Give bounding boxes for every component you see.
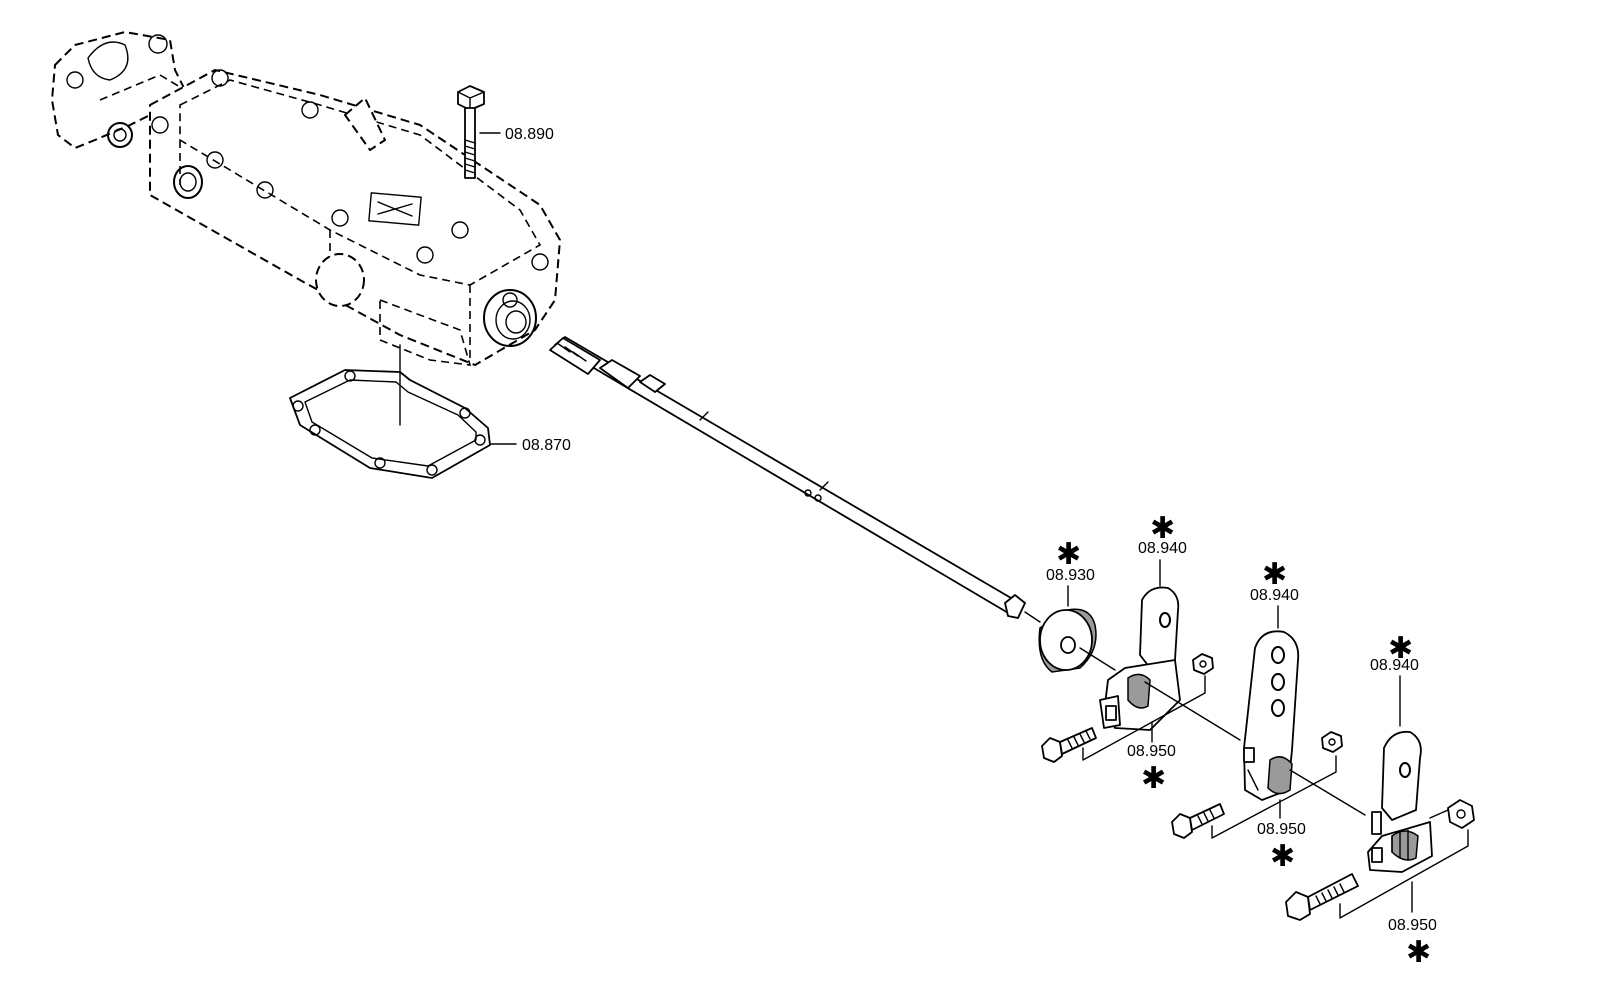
callout-label: 08.870 — [522, 437, 571, 454]
marker-asterisk: ✱ — [1150, 511, 1175, 546]
callout-label: 08.950 — [1257, 821, 1306, 838]
shift-housing — [51, 31, 561, 366]
shaft-axis-line — [1289, 769, 1366, 816]
callout-label: 08.930 — [1046, 567, 1095, 584]
callout-bracket — [1211, 755, 1337, 839]
clamp-bolt-1 — [1041, 727, 1097, 763]
marker-asterisk: ✱ — [1270, 839, 1295, 874]
marker-asterisk: ✱ — [1388, 631, 1413, 666]
callout-bracket — [1339, 829, 1469, 919]
callout-label: 08.940 — [1138, 540, 1187, 557]
callout-bracket — [1082, 675, 1206, 761]
nut-1 — [1192, 653, 1214, 675]
shaft-axis-line — [1144, 681, 1241, 741]
shift-shaft — [549, 336, 1026, 619]
marker-asterisk: ✱ — [1406, 935, 1431, 970]
marker-asterisk: ✱ — [1262, 557, 1287, 592]
callout-label: 08.950 — [1388, 917, 1437, 934]
marker-asterisk: ✱ — [1141, 761, 1166, 796]
clamp-bolt-2 — [1171, 803, 1225, 839]
callout-label: 08.940 — [1370, 657, 1419, 674]
callout-label: 08.940 — [1250, 587, 1299, 604]
nut-2 — [1321, 731, 1343, 753]
nut-3 — [1447, 799, 1475, 829]
shaft-axis-line — [1024, 611, 1041, 623]
marker-asterisk: ✱ — [1056, 537, 1081, 572]
shaft-axis-line — [1429, 809, 1449, 819]
shaft-axis-line — [1079, 647, 1116, 671]
spacer-ring — [1038, 608, 1097, 673]
shift-lever-1 — [1099, 586, 1181, 731]
housing-bolt — [457, 85, 485, 179]
shift-lever-2 — [1243, 630, 1300, 801]
gasket — [289, 369, 491, 479]
clamp-bolt-3 — [1285, 873, 1359, 921]
shift-lever-3 — [1367, 730, 1433, 873]
callout-label: 08.890 — [505, 126, 554, 143]
callout-label: 08.950 — [1127, 743, 1176, 760]
